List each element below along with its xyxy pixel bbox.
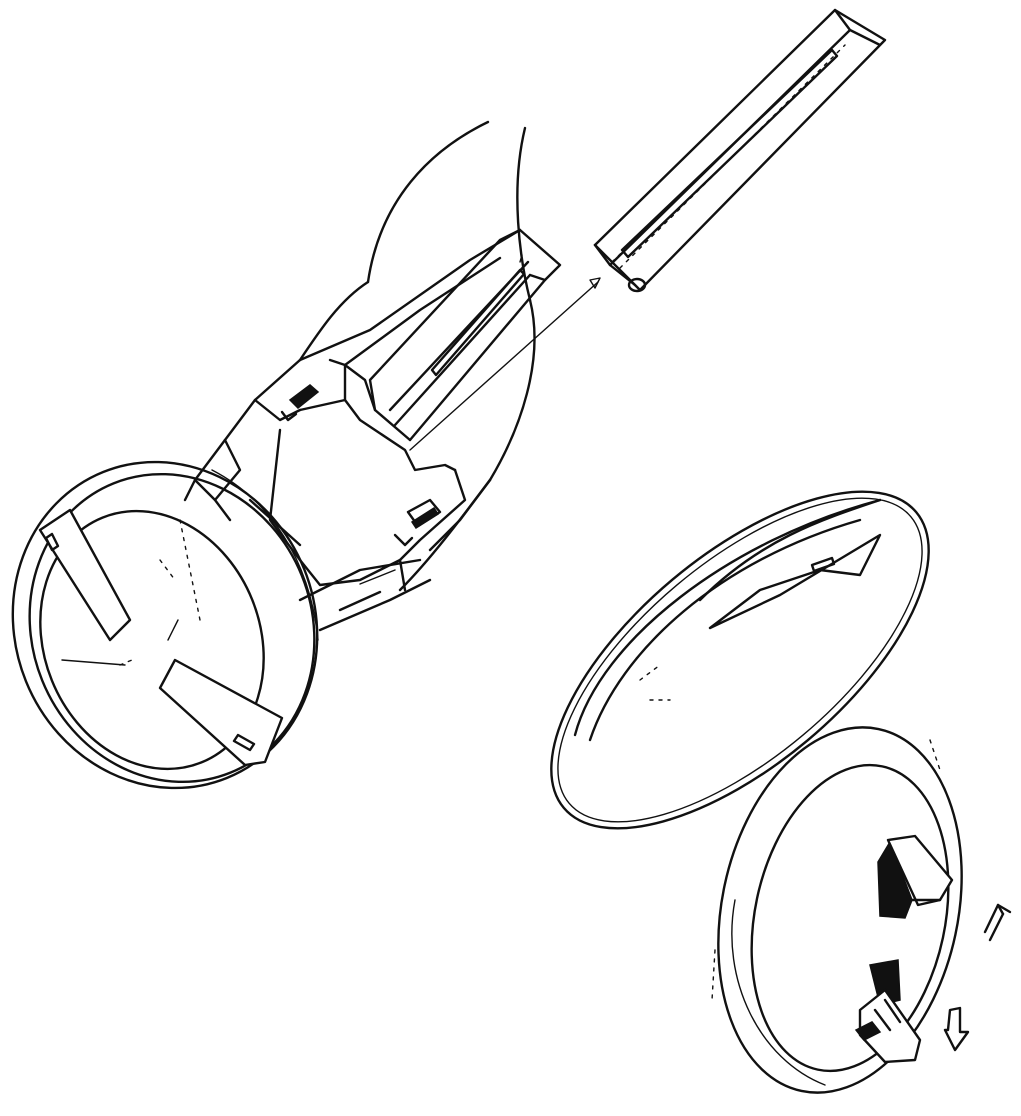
column-shaft bbox=[593, 8, 887, 293]
wheel-cover bbox=[550, 490, 930, 830]
insertion-guide bbox=[409, 277, 601, 451]
steering-wheel bbox=[11, 460, 319, 790]
wheel-hub-with-clips bbox=[711, 726, 1012, 1094]
steering-column-housing bbox=[183, 228, 562, 632]
